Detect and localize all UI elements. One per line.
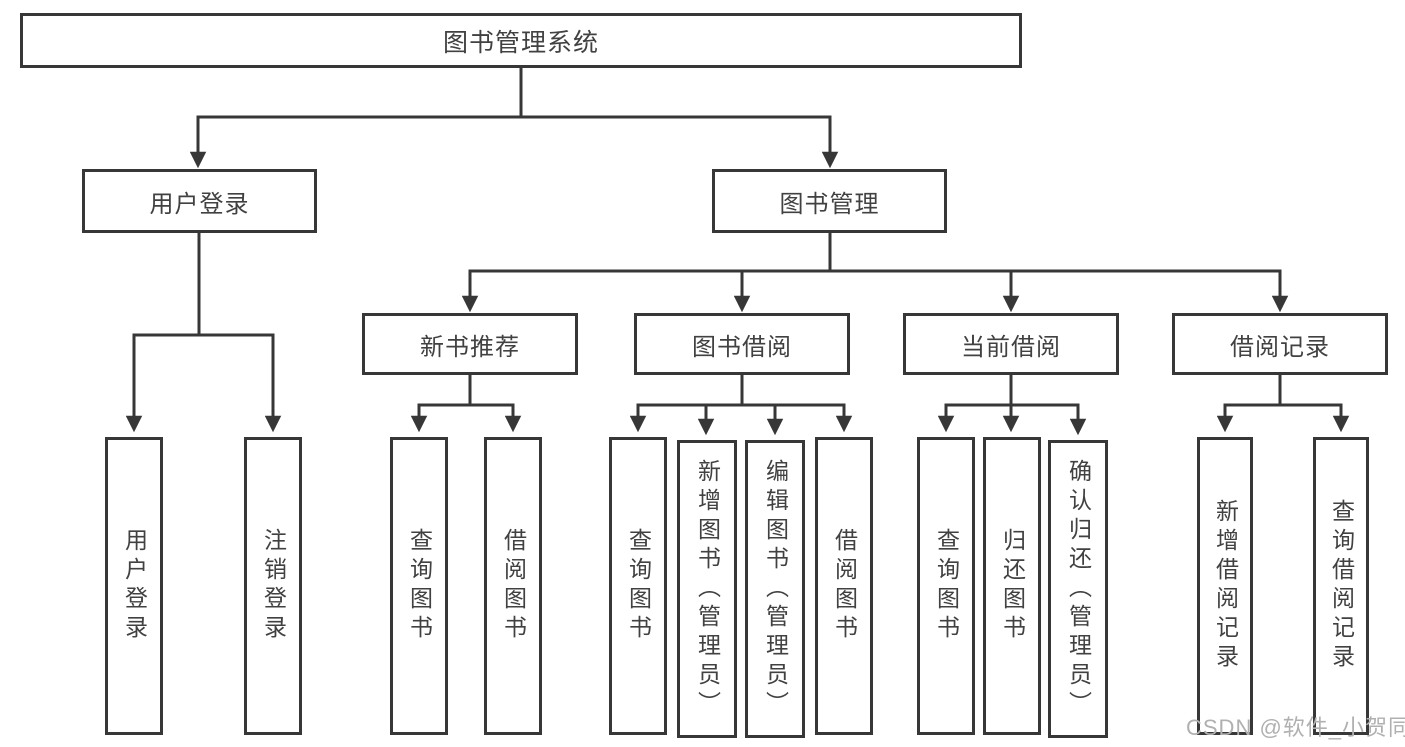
node-label: 注销登录 xyxy=(260,528,287,644)
node-label: 借阅图书 xyxy=(831,528,858,644)
node-label: 新增图书（管理员） xyxy=(694,458,721,720)
node-cur-return-books: 归还图书 xyxy=(983,437,1041,735)
node-user-login-module: 用户登录 xyxy=(82,169,317,233)
node-bor-borrow-books: 借阅图书 xyxy=(815,437,873,735)
node-label: 当前借阅 xyxy=(961,333,1061,361)
node-log-query-borrow-record: 查询借阅记录 xyxy=(1313,437,1369,735)
node-rec-query-books: 查询图书 xyxy=(390,437,448,735)
node-label: 图书管理系统 xyxy=(442,28,599,57)
node-label: 借阅记录 xyxy=(1230,333,1330,361)
node-cur-confirm-return-admin: 确认归还（管理员） xyxy=(1048,440,1108,738)
node-bor-edit-books-admin: 编辑图书（管理员） xyxy=(745,440,805,738)
node-bor-add-books-admin: 新增图书（管理员） xyxy=(677,440,737,738)
node-label: 编辑图书（管理员） xyxy=(762,458,789,720)
node-label: 确认归还（管理员） xyxy=(1065,458,1092,720)
node-book-management-module: 图书管理 xyxy=(712,169,947,233)
csdn-watermark: CSDN @软件_小贺同学 xyxy=(1186,715,1405,740)
node-borrowing-records: 借阅记录 xyxy=(1172,313,1388,375)
node-user-login-action: 用户登录 xyxy=(105,437,163,735)
node-label: 新书推荐 xyxy=(420,333,520,361)
node-label: 查询图书 xyxy=(625,528,652,644)
node-label: 新增借阅记录 xyxy=(1212,499,1239,673)
node-label: 用户登录 xyxy=(149,190,250,218)
node-label: 图书管理 xyxy=(779,190,880,218)
node-rec-borrow-books: 借阅图书 xyxy=(484,437,542,735)
node-cur-query-books: 查询图书 xyxy=(917,437,975,735)
node-label: 用户登录 xyxy=(121,528,148,644)
node-new-book-recommendation: 新书推荐 xyxy=(362,313,578,375)
node-label: 查询借阅记录 xyxy=(1328,499,1355,673)
node-label: 借阅图书 xyxy=(500,528,527,644)
node-current-borrowing: 当前借阅 xyxy=(903,313,1119,375)
node-bor-query-books: 查询图书 xyxy=(609,437,667,735)
node-label: 查询图书 xyxy=(406,528,433,644)
node-library-management-system: 图书管理系统 xyxy=(20,13,1022,68)
node-book-borrowing: 图书借阅 xyxy=(634,313,850,375)
node-log-add-borrow-record: 新增借阅记录 xyxy=(1197,437,1253,735)
node-label: 图书借阅 xyxy=(692,333,792,361)
node-label: 归还图书 xyxy=(999,528,1026,644)
node-logout-action: 注销登录 xyxy=(244,437,302,735)
node-label: 查询图书 xyxy=(933,528,960,644)
